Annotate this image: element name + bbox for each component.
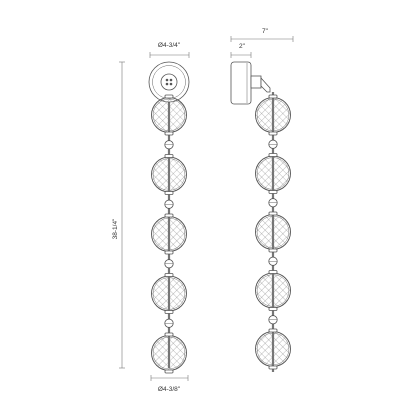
front-shades (151, 94, 187, 374)
side-connectors (268, 139, 278, 325)
front-connector-bead (164, 259, 174, 269)
dim-shade-width: Ø4-3/8" (150, 375, 189, 393)
front-shade (151, 213, 187, 255)
backplate-depth-label: 2" (239, 43, 246, 50)
side-shade (255, 94, 291, 136)
side-connector-bead (268, 139, 278, 149)
front-shade (151, 273, 187, 314)
front-connectors (164, 140, 174, 328)
front-shade (151, 154, 187, 195)
side-shade (255, 270, 291, 311)
canopy-width-label: Ø4-3/4" (158, 42, 181, 49)
side-connector-bead (268, 256, 278, 266)
shade-width-label: Ø4-3/8" (158, 386, 181, 393)
front-view (148, 61, 190, 374)
side-view (230, 61, 291, 372)
side-shade (255, 153, 291, 194)
front-shade (151, 94, 187, 136)
overall-depth-label: 7" (262, 28, 269, 35)
front-connector-bead (164, 140, 174, 150)
dim-canopy-width: Ø4-3/4" (149, 42, 190, 58)
side-connector-bead (268, 198, 278, 208)
front-connector-bead (164, 318, 174, 328)
side-connector-bead (268, 315, 278, 325)
front-shade (151, 332, 187, 374)
dim-overall-height: 38-1/4" (112, 61, 125, 369)
overall-height-label: 38-1/4" (112, 218, 119, 239)
side-shade (255, 328, 291, 370)
dim-backplate-depth: 2" (230, 43, 252, 58)
side-shades (255, 94, 291, 370)
dim-overall-depth: 7" (230, 28, 294, 42)
front-connector-bead (164, 199, 174, 209)
wall-bracket (230, 61, 271, 105)
side-shade (255, 211, 291, 253)
